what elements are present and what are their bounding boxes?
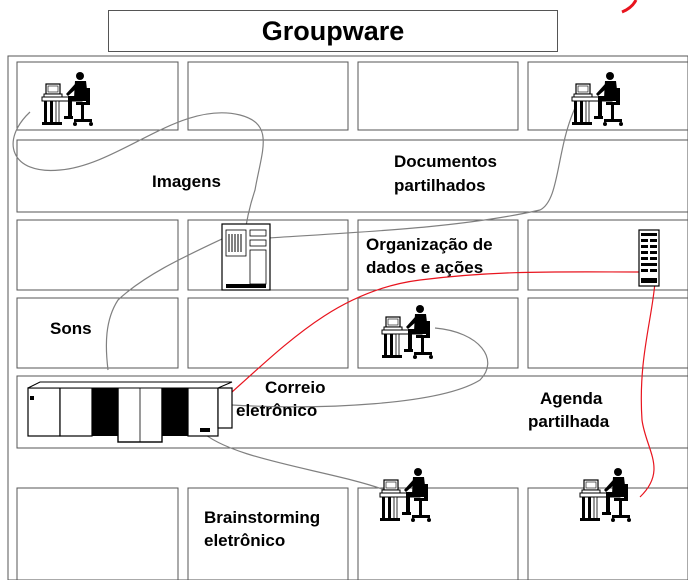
grid-band-mail (16, 375, 688, 449)
grid-row-6 (16, 487, 688, 580)
workstation-icon (379, 467, 432, 523)
label-documentos-line1: Documentos (394, 152, 497, 171)
grid-row-4 (16, 297, 688, 369)
grid-row-3 (16, 219, 688, 291)
workstation-icon (41, 71, 94, 127)
gray-links (12, 107, 576, 491)
outer-frame (7, 55, 688, 580)
mainframe-icon (27, 381, 233, 443)
workstation-icon (579, 467, 632, 523)
label-correio-line2: eletrônico (236, 401, 317, 420)
label-organizacao-line1: Organização de (366, 235, 493, 254)
label-sons: Sons (50, 319, 92, 338)
label-correio-line1: Correio (265, 378, 325, 397)
label-brainstorming-line2: eletrônico (204, 531, 285, 550)
grid-band-documents (16, 139, 688, 213)
corner-mark (621, 0, 638, 14)
label-imagens: Imagens (152, 172, 221, 191)
workstation-icon (381, 304, 434, 360)
label-documentos-line2: partilhados (394, 176, 486, 195)
red-links (231, 271, 656, 498)
rack-server-icon (638, 229, 660, 287)
workstation-icon (571, 71, 624, 127)
diagram-title: Groupware (108, 10, 558, 52)
label-organizacao-line2: dados e ações (366, 258, 483, 277)
grid-row-1 (16, 61, 688, 131)
label-agenda-line1: Agenda (540, 389, 603, 408)
label-agenda-line2: partilhada (528, 412, 610, 431)
label-brainstorming-line1: Brainstorming (204, 508, 320, 527)
server-tower-icon (221, 223, 271, 291)
